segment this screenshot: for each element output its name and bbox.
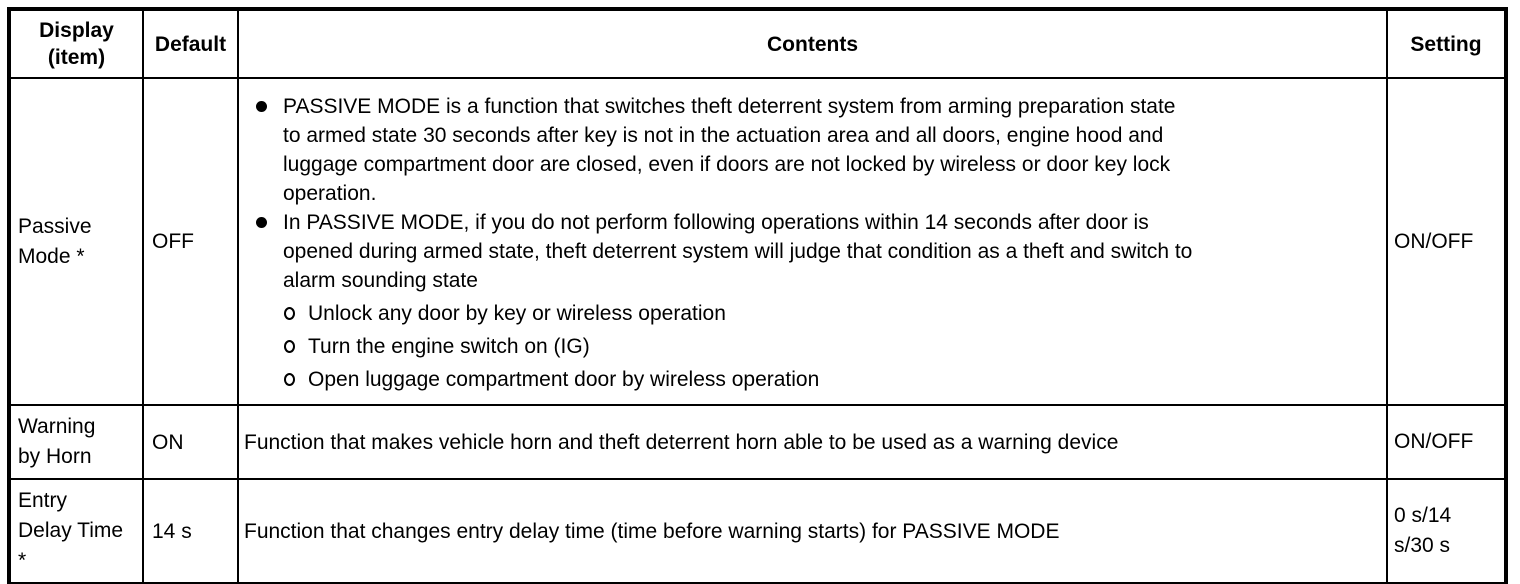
- default-value-warning-by-horn: ON: [142, 404, 239, 480]
- display-item-passive-mode: Passive Mode *: [8, 77, 144, 406]
- default-value-entry-delay-time: 14 s: [142, 478, 239, 584]
- default-value-passive-mode: OFF: [142, 77, 239, 406]
- display-item-warning-by-horn: Warning by Horn: [8, 404, 144, 480]
- circle-bullet-icon: [284, 340, 295, 353]
- bullet-item: PASSIVE MODE is a function that switches…: [255, 92, 1378, 208]
- bullet-dot-icon: [256, 217, 267, 228]
- header-display-item: Display (item): [8, 8, 144, 79]
- bullet-dot-icon: [256, 101, 267, 112]
- header-contents: Contents: [237, 8, 1388, 79]
- theft-deterrent-settings-table: Display (item) Default Contents Setting …: [7, 7, 1508, 584]
- circle-bullet-icon: [284, 373, 295, 386]
- contents-entry-delay-time: Function that changes entry delay time (…: [237, 478, 1388, 584]
- header-default: Default: [142, 8, 239, 79]
- header-setting: Setting: [1386, 8, 1507, 79]
- display-item-entry-delay-time: Entry Delay Time *: [8, 478, 144, 584]
- table-row-entry-delay-time: Entry Delay Time * 14 s Function that ch…: [8, 478, 1507, 584]
- table-row-passive-mode: Passive Mode * OFF PASSIVE MODE is a fun…: [8, 77, 1507, 406]
- table-row-warning-by-horn: Warning by Horn ON Function that makes v…: [8, 404, 1507, 480]
- bullet-item: In PASSIVE MODE, if you do not perform f…: [255, 208, 1378, 295]
- header-display-line2: (item): [47, 46, 106, 69]
- circle-bullet-icon: [284, 307, 295, 320]
- setting-value-entry-delay-time: 0 s/14 s/30 s: [1386, 478, 1507, 584]
- contents-passive-mode: PASSIVE MODE is a function that switches…: [237, 77, 1388, 406]
- table-header-row: Display (item) Default Contents Setting: [8, 8, 1507, 79]
- sub-bullet-item: Unlock any door by key or wireless opera…: [283, 299, 1378, 328]
- contents-warning-by-horn: Function that makes vehicle horn and the…: [237, 404, 1388, 480]
- sub-bullet-item: Open luggage compartment door by wireles…: [283, 365, 1378, 394]
- setting-value-warning-by-horn: ON/OFF: [1386, 404, 1507, 480]
- setting-value-passive-mode: ON/OFF: [1386, 77, 1507, 406]
- header-display-line1: Display: [39, 19, 114, 42]
- sub-bullet-item: Turn the engine switch on (IG): [283, 332, 1378, 361]
